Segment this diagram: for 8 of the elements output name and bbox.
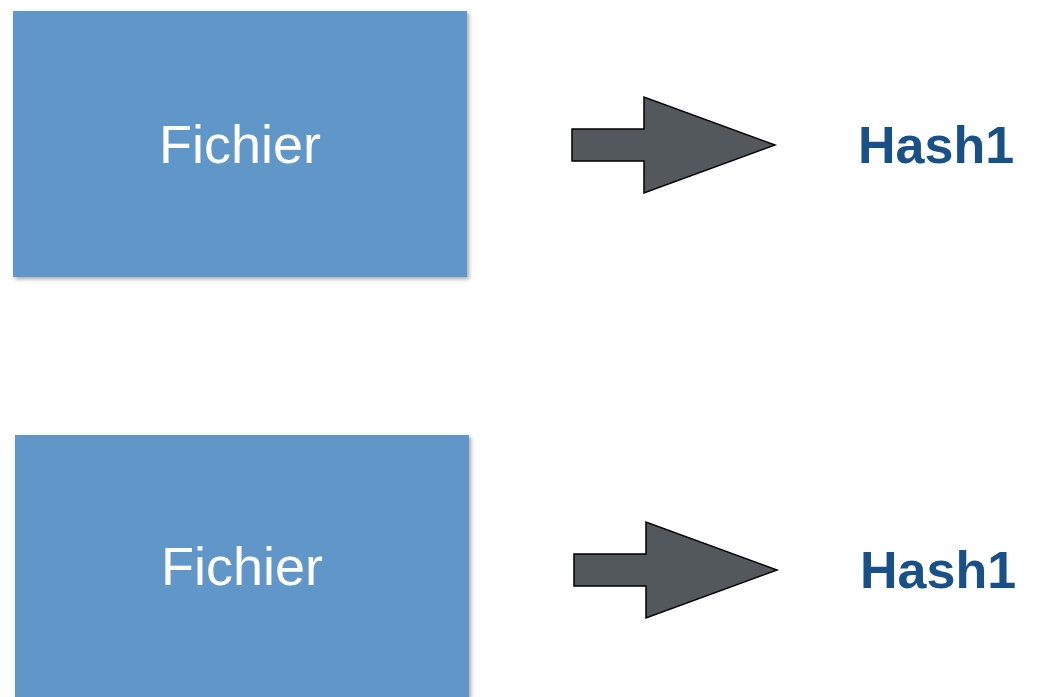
block-arrow	[573, 520, 780, 620]
hash-label: Hash1	[858, 112, 1048, 178]
block-arrow	[571, 95, 778, 195]
hash-label: Hash1	[860, 537, 1050, 603]
box-label: Fichier	[161, 539, 323, 593]
process-box	[13, 11, 467, 277]
box-label: Fichier	[159, 117, 321, 171]
process-box	[15, 435, 469, 697]
